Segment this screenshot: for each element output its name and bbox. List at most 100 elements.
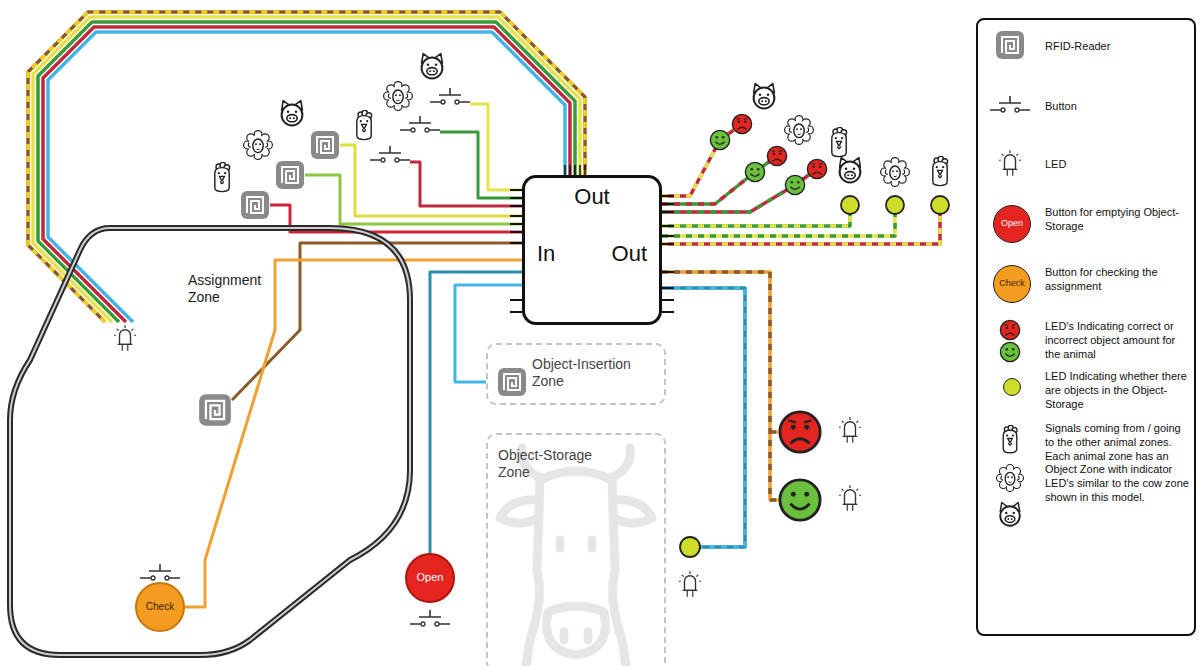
- pin: [662, 287, 674, 289]
- legend-sample-label: Check: [992, 278, 1032, 288]
- output-wire: [662, 214, 850, 226]
- pig-icon: [1000, 503, 1020, 526]
- pin: [662, 235, 674, 237]
- correct-led: [780, 480, 820, 520]
- animal-icon: [785, 116, 814, 145]
- pin: [584, 165, 586, 175]
- storage-led: [841, 196, 859, 214]
- pin: [579, 165, 581, 175]
- output-wire: [662, 272, 778, 500]
- incorrect-led: [732, 114, 751, 133]
- output-wire: [662, 214, 940, 244]
- animal-icon: [832, 127, 847, 156]
- output-wire: [662, 214, 940, 244]
- output-wire: [662, 156, 777, 204]
- storage-led: [680, 537, 700, 557]
- incorrect-led: [807, 159, 826, 178]
- pin: [662, 299, 674, 301]
- led-symbol: [839, 417, 861, 443]
- animal-icon: [881, 158, 910, 187]
- open-button: Open: [405, 553, 455, 603]
- pin: [510, 311, 522, 313]
- button-symbol: [370, 146, 410, 162]
- output-wire: [662, 156, 777, 204]
- output-wire: [662, 214, 850, 226]
- rfid-reader: [199, 394, 231, 426]
- node-label: Out: [612, 241, 647, 267]
- legend-sample-label: Open: [992, 218, 1032, 228]
- output-wire: [662, 124, 742, 196]
- wire: [305, 175, 522, 224]
- signal-bus: [43, 27, 570, 322]
- legend-panel: RFID-ReaderButtonLEDButton for emptying …: [976, 18, 1196, 636]
- signal-bus: [33, 17, 580, 322]
- output-wire: [770, 430, 778, 434]
- pin: [662, 203, 674, 205]
- legend-swatch: [1003, 378, 1021, 396]
- output-wire: [662, 288, 745, 547]
- wire: [410, 162, 522, 206]
- pin: [662, 271, 674, 273]
- rfid-reader: [996, 31, 1024, 59]
- animal-icon: [840, 158, 861, 183]
- legend-text: Button for checking the assignment: [1045, 266, 1190, 294]
- output-wire: [662, 124, 742, 196]
- pin: [569, 165, 571, 175]
- output-wire: [662, 169, 817, 212]
- sheep-icon: [244, 131, 273, 160]
- signal-bus: [48, 32, 565, 322]
- signal-bus: [28, 12, 585, 322]
- node-label: Out: [525, 184, 659, 210]
- node-label: Object-Insertion Zone: [532, 356, 657, 390]
- wire: [440, 132, 522, 198]
- storage-led: [886, 196, 904, 214]
- incorrect-led: [1000, 320, 1019, 339]
- legend-text: LED Indicating whether there are objects…: [1045, 370, 1190, 411]
- connector: [455, 285, 522, 382]
- correct-led: [710, 130, 729, 149]
- storage-zone: Object-Storage Zone: [486, 433, 666, 666]
- led-symbol: [999, 150, 1021, 176]
- pin: [510, 231, 522, 233]
- chicken-icon: [215, 162, 230, 191]
- cow-illustration: [560, 540, 592, 548]
- led-symbol: [114, 325, 136, 351]
- led-symbol: [679, 571, 701, 597]
- pin: [662, 195, 674, 197]
- cow-illustration: [500, 500, 652, 523]
- cow-illustration: [500, 448, 652, 666]
- pin: [574, 165, 576, 175]
- wire: [305, 175, 522, 224]
- node-label: In: [537, 241, 555, 267]
- wire: [440, 132, 522, 198]
- connector: [430, 272, 522, 553]
- pin: [564, 165, 566, 175]
- legend-text: LED's Indicating correct or incorrect ob…: [1045, 320, 1190, 361]
- wire: [340, 145, 522, 216]
- output-wire: [662, 214, 850, 226]
- output-wire: [662, 214, 895, 236]
- button-symbol: [990, 96, 1030, 112]
- chicken-icon: [1003, 425, 1017, 452]
- pin: [662, 243, 674, 245]
- pig-icon: [282, 101, 303, 126]
- legend-text: Signals coming from / going to the other…: [1045, 422, 1190, 505]
- signal-bus: [28, 12, 585, 322]
- rfid-reader: [241, 191, 269, 219]
- output-wire: [662, 169, 817, 212]
- output-wire: [662, 124, 742, 196]
- output-wire: [662, 288, 745, 547]
- pin: [510, 205, 522, 207]
- controller-box: OutInOut: [522, 175, 662, 325]
- sheep-icon: [997, 465, 1024, 492]
- pin: [510, 215, 522, 217]
- rfid-reader: [311, 131, 339, 159]
- output-wire: [770, 432, 778, 433]
- connector: [430, 272, 522, 553]
- legend-text: Button for emptying Object-Storage: [1045, 206, 1190, 234]
- pin: [662, 225, 674, 227]
